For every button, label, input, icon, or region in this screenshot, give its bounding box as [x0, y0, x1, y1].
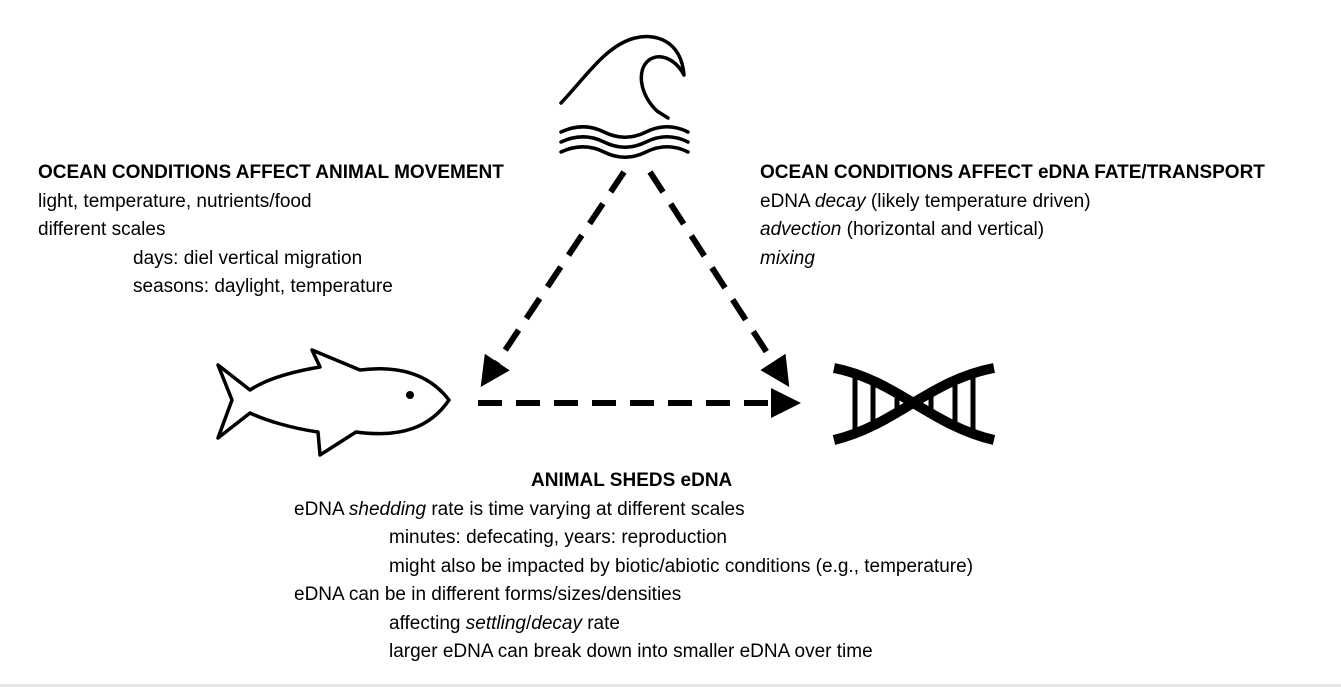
fish-icon	[216, 348, 451, 457]
edna-shedding-line: affecting settling/decay rate	[294, 610, 973, 639]
text-segment: eDNA	[294, 498, 349, 520]
ocean-wave-icon	[559, 34, 690, 159]
edna-shedding-line: eDNA shedding rate is time varying at di…	[294, 496, 973, 525]
edna-fate-heading: OCEAN CONDITIONS AFFECT eDNA FATE/TRANSP…	[760, 162, 1265, 183]
fish-eye-icon	[406, 391, 414, 399]
edna-shedding-line: larger eDNA can break down into smaller …	[389, 641, 873, 662]
text-segment: rate is time varying at different scales	[426, 498, 745, 520]
edna-shedding-line: minutes: defecating, years: reproduction	[389, 527, 727, 548]
arrow-ocean-to-animal	[480, 170, 627, 387]
edna-shedding-line: eDNA can be in different forms/sizes/den…	[294, 584, 682, 605]
edna-fate-line: eDNA decay (likely temperature driven)	[760, 188, 1265, 217]
animal-movement-line: light, temperature, nutrients/food	[38, 190, 312, 212]
text-segment: rate	[581, 612, 620, 634]
italic-term: settling	[465, 612, 526, 634]
text-segment: /	[525, 612, 532, 634]
edna-fate-line: advection (horizontal and vertical)	[760, 216, 1265, 245]
italic-term: decay	[814, 190, 866, 212]
animal-movement-heading: OCEAN CONDITIONS AFFECT ANIMAL MOVEMENT	[38, 162, 504, 183]
italic-term: shedding	[348, 498, 427, 520]
edna-fate-line: mixing	[760, 245, 1265, 274]
edna-shedding-line: might also be impacted by biotic/abiotic…	[389, 555, 974, 577]
italic-term: decay	[531, 612, 582, 634]
edna-shedding-heading: ANIMAL SHEDS eDNA	[531, 470, 733, 491]
italic-term: mixing	[760, 247, 815, 269]
arrow-ocean-to-edna	[647, 170, 790, 388]
text-segment: eDNA	[760, 190, 815, 212]
text-segment: (likely temperature driven)	[865, 190, 1091, 212]
text-segment: affecting	[389, 612, 466, 634]
text-segment: (horizontal and vertical)	[841, 219, 1045, 240]
italic-term: advection	[760, 219, 842, 240]
animal-movement-line: seasons: daylight, temperature	[133, 276, 393, 297]
animal-movement-line: days: diel vertical migration	[133, 247, 363, 269]
bottom-divider	[0, 684, 1341, 687]
edna-fate-block: OCEAN CONDITIONS AFFECT eDNA FATE/TRANSP…	[760, 159, 1265, 273]
edna-shedding-block: ANIMAL SHEDS eDNA eDNA shedding rate is …	[294, 467, 973, 667]
animal-movement-line: different scales	[38, 219, 166, 240]
animal-movement-block: OCEAN CONDITIONS AFFECT ANIMAL MOVEMENT …	[38, 159, 504, 302]
dna-helix-icon	[832, 363, 996, 445]
